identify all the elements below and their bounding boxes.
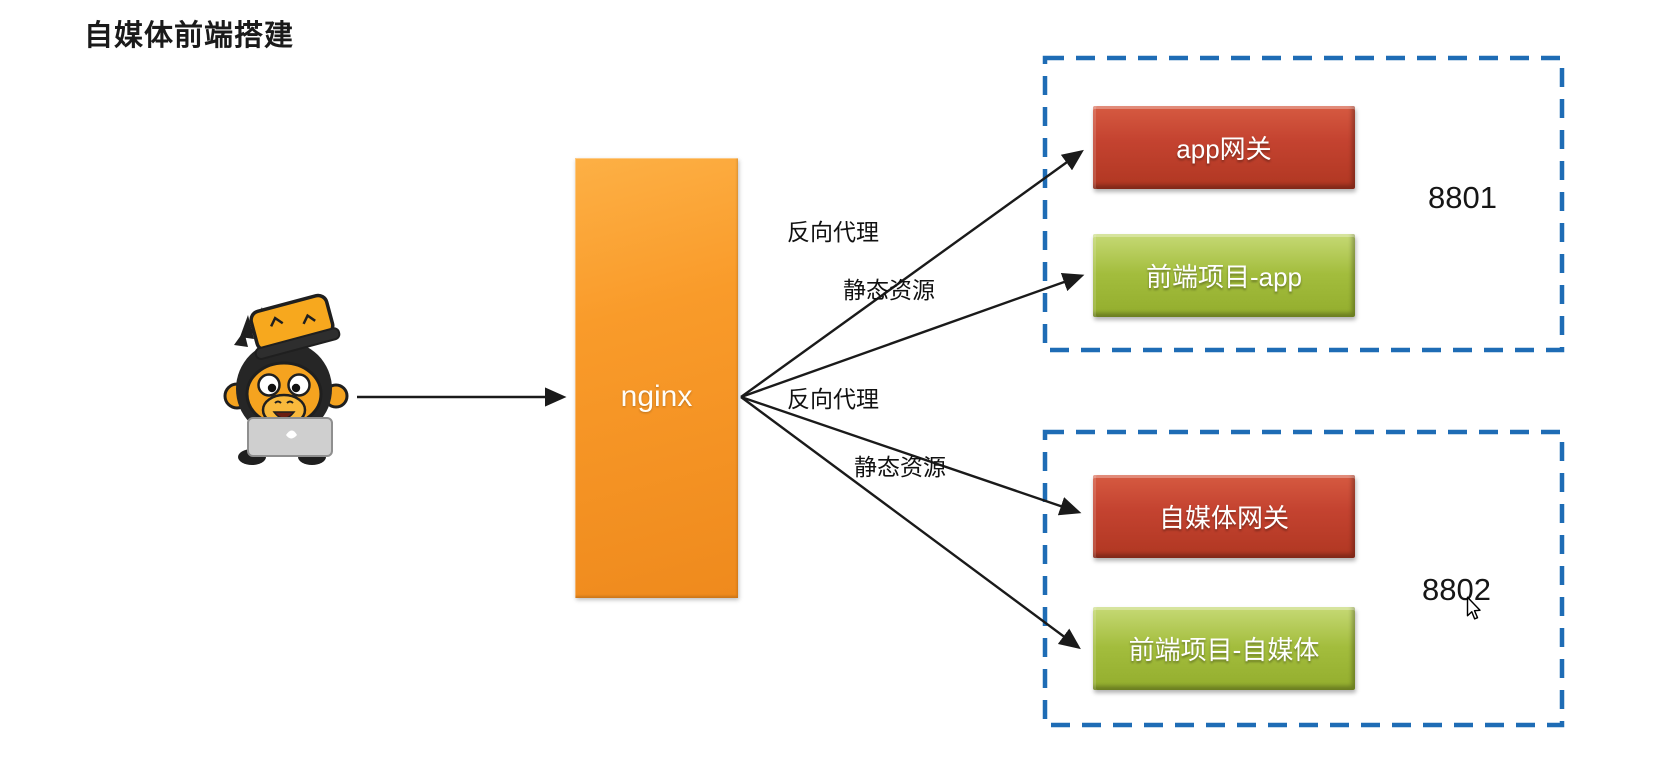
mascot-hat (249, 293, 341, 360)
arrow-nginx-to-app-gateway (740, 149, 1084, 398)
port-label-8802: 8802 (1422, 572, 1491, 607)
arrow-nginx-to-app-frontend (740, 272, 1085, 399)
mouse-cursor-icon (1466, 596, 1481, 620)
page-title: 自媒体前端搭建 (84, 20, 295, 52)
arrow-nginx-to-media-frontend (740, 396, 1081, 650)
group-8802-border (1042, 429, 1565, 728)
arrow-nginx-to-media-gateway (740, 395, 1082, 516)
media-gateway-box: 自媒体网关 (1093, 475, 1355, 558)
port-label-8801: 8801 (1428, 180, 1497, 215)
app-gateway-box: app网关 (1093, 106, 1355, 189)
nginx-box: nginx (575, 158, 738, 598)
edge-label-reverse-proxy-media: 反向代理 (787, 386, 879, 412)
app-frontend-box: 前端项目-app (1093, 234, 1355, 317)
edge-label-static-resources-app: 静态资源 (843, 277, 935, 303)
edge-label-reverse-proxy-app: 反向代理 (787, 219, 879, 245)
nginx-label: nginx (620, 380, 693, 413)
edge-label-static-resources-media: 静态资源 (854, 454, 946, 480)
monkey-mascot-icon (223, 293, 349, 465)
group-8801-border (1042, 55, 1565, 353)
laptop-icon (247, 417, 333, 457)
media-frontend-box: 前端项目-自媒体 (1093, 607, 1355, 690)
